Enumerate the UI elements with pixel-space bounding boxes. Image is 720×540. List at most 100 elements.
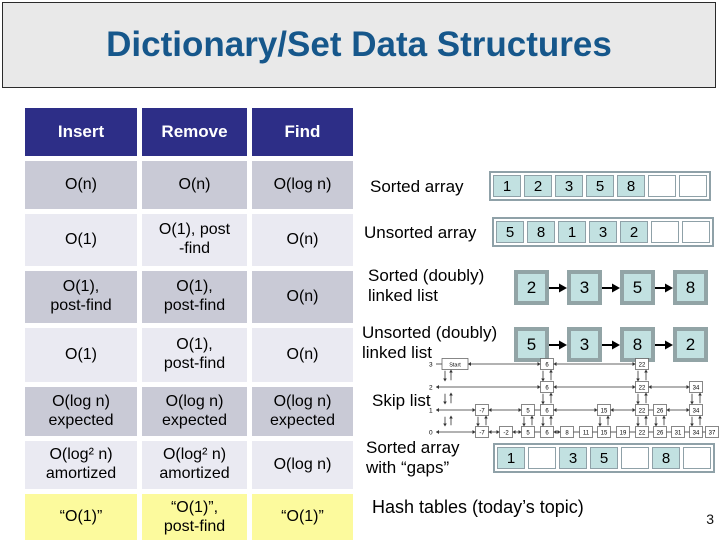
linked-list-node: 5 (620, 270, 655, 305)
svg-text:34: 34 (693, 408, 700, 414)
array-cell: 3 (589, 221, 617, 243)
svg-text:6: 6 (545, 362, 549, 368)
table-cell: O(n) (252, 328, 353, 382)
linked-list-node: 2 (673, 327, 708, 362)
array-cell: 8 (527, 221, 555, 243)
table-cell: O(log n) (252, 161, 353, 209)
array-cell-empty (679, 175, 707, 197)
array-cell: 5 (496, 221, 524, 243)
table-row: O(n)O(n)O(log n) (25, 161, 353, 209)
svg-text:31: 31 (675, 430, 682, 436)
skip-list-label: Skip list (372, 391, 431, 410)
arrow-right-icon (655, 340, 673, 349)
array-cell: 2 (620, 221, 648, 243)
svg-text:6: 6 (545, 408, 549, 414)
array-cell: 5 (590, 447, 618, 469)
svg-text:22: 22 (639, 430, 646, 436)
svg-text:5: 5 (526, 408, 530, 414)
svg-text:22: 22 (639, 408, 646, 414)
table-cell: O(1) (25, 328, 137, 382)
gapped-array-label: Sorted array with “gaps” (366, 438, 460, 477)
svg-text:1: 1 (429, 408, 433, 415)
svg-text:0: 0 (429, 430, 433, 437)
arrow-right-icon (655, 283, 673, 292)
slide-title-bar: Dictionary/Set Data Structures (2, 2, 716, 88)
table-cell: O(1) (25, 214, 137, 266)
page-title: Dictionary/Set Data Structures (106, 25, 612, 64)
table-cell: O(1), post-find (25, 271, 137, 323)
table-cell: O(log² n) amortized (142, 441, 247, 489)
svg-text:Start: Start (449, 362, 461, 368)
array-cell-empty (682, 221, 710, 243)
table-cell: “O(1)”, post-find (142, 494, 247, 540)
svg-text:37: 37 (709, 430, 716, 436)
linked-list-node: 8 (673, 270, 708, 305)
page-number: 3 (706, 511, 714, 527)
svg-text:8: 8 (565, 430, 569, 436)
table-cell: “O(1)” (25, 494, 137, 540)
table-cell: O(log n) expected (142, 387, 247, 436)
table-header-cell: Find (252, 108, 353, 156)
svg-text:6: 6 (545, 385, 549, 391)
table-cell: O(1), post-find (142, 271, 247, 323)
table-cell: O(n) (252, 214, 353, 266)
table-cell: O(n) (142, 161, 247, 209)
array-cell-empty (621, 447, 649, 469)
array-cell-empty (648, 175, 676, 197)
sorted-array-label: Sorted array (370, 177, 464, 196)
array-cell: 1 (558, 221, 586, 243)
svg-text:19: 19 (620, 430, 627, 436)
svg-text:34: 34 (693, 385, 700, 391)
array-cell-empty (528, 447, 556, 469)
array-cell: 5 (586, 175, 614, 197)
linked-list-node: 3 (567, 270, 602, 305)
table-cell: O(n) (252, 271, 353, 323)
array-cell: 8 (617, 175, 645, 197)
arrow-right-icon (602, 340, 620, 349)
unsorted-array-label: Unsorted array (364, 223, 477, 242)
arrow-right-icon (549, 283, 567, 292)
svg-text:-7: -7 (479, 408, 485, 414)
table-cell: “O(1)” (252, 494, 353, 540)
array-cell: 8 (652, 447, 680, 469)
table-header-cell: Insert (25, 108, 137, 156)
array-cell: 1 (497, 447, 525, 469)
svg-text:26: 26 (657, 408, 664, 414)
arrow-right-icon (549, 340, 567, 349)
table-cell: O(n) (25, 161, 137, 209)
array-cell-empty (651, 221, 679, 243)
table-cell: O(log n) expected (252, 387, 353, 436)
hash-tables-note: Hash tables (today’s topic) (372, 497, 584, 517)
svg-text:11: 11 (583, 430, 590, 436)
svg-text:22: 22 (639, 385, 646, 391)
table-cell: O(1), post-find (142, 328, 247, 382)
table-cell: O(log² n) amortized (25, 441, 137, 489)
sorted-linked-list-label: Sorted (doubly) linked list (368, 266, 485, 305)
array-cell: 1 (493, 175, 521, 197)
table-cell: O(log n) expected (25, 387, 137, 436)
table-row: “O(1)”“O(1)”, post-find“O(1)” (25, 494, 353, 540)
svg-text:-7: -7 (479, 430, 485, 436)
linked-list-node: 5 (514, 327, 549, 362)
linked-list-node: 2 (514, 270, 549, 305)
svg-text:26: 26 (657, 430, 664, 436)
svg-text:2: 2 (429, 385, 433, 392)
array-cell: 3 (555, 175, 583, 197)
svg-text:-2: -2 (503, 430, 509, 436)
svg-text:6: 6 (545, 430, 549, 436)
arrow-right-icon (602, 283, 620, 292)
svg-text:15: 15 (601, 408, 608, 414)
